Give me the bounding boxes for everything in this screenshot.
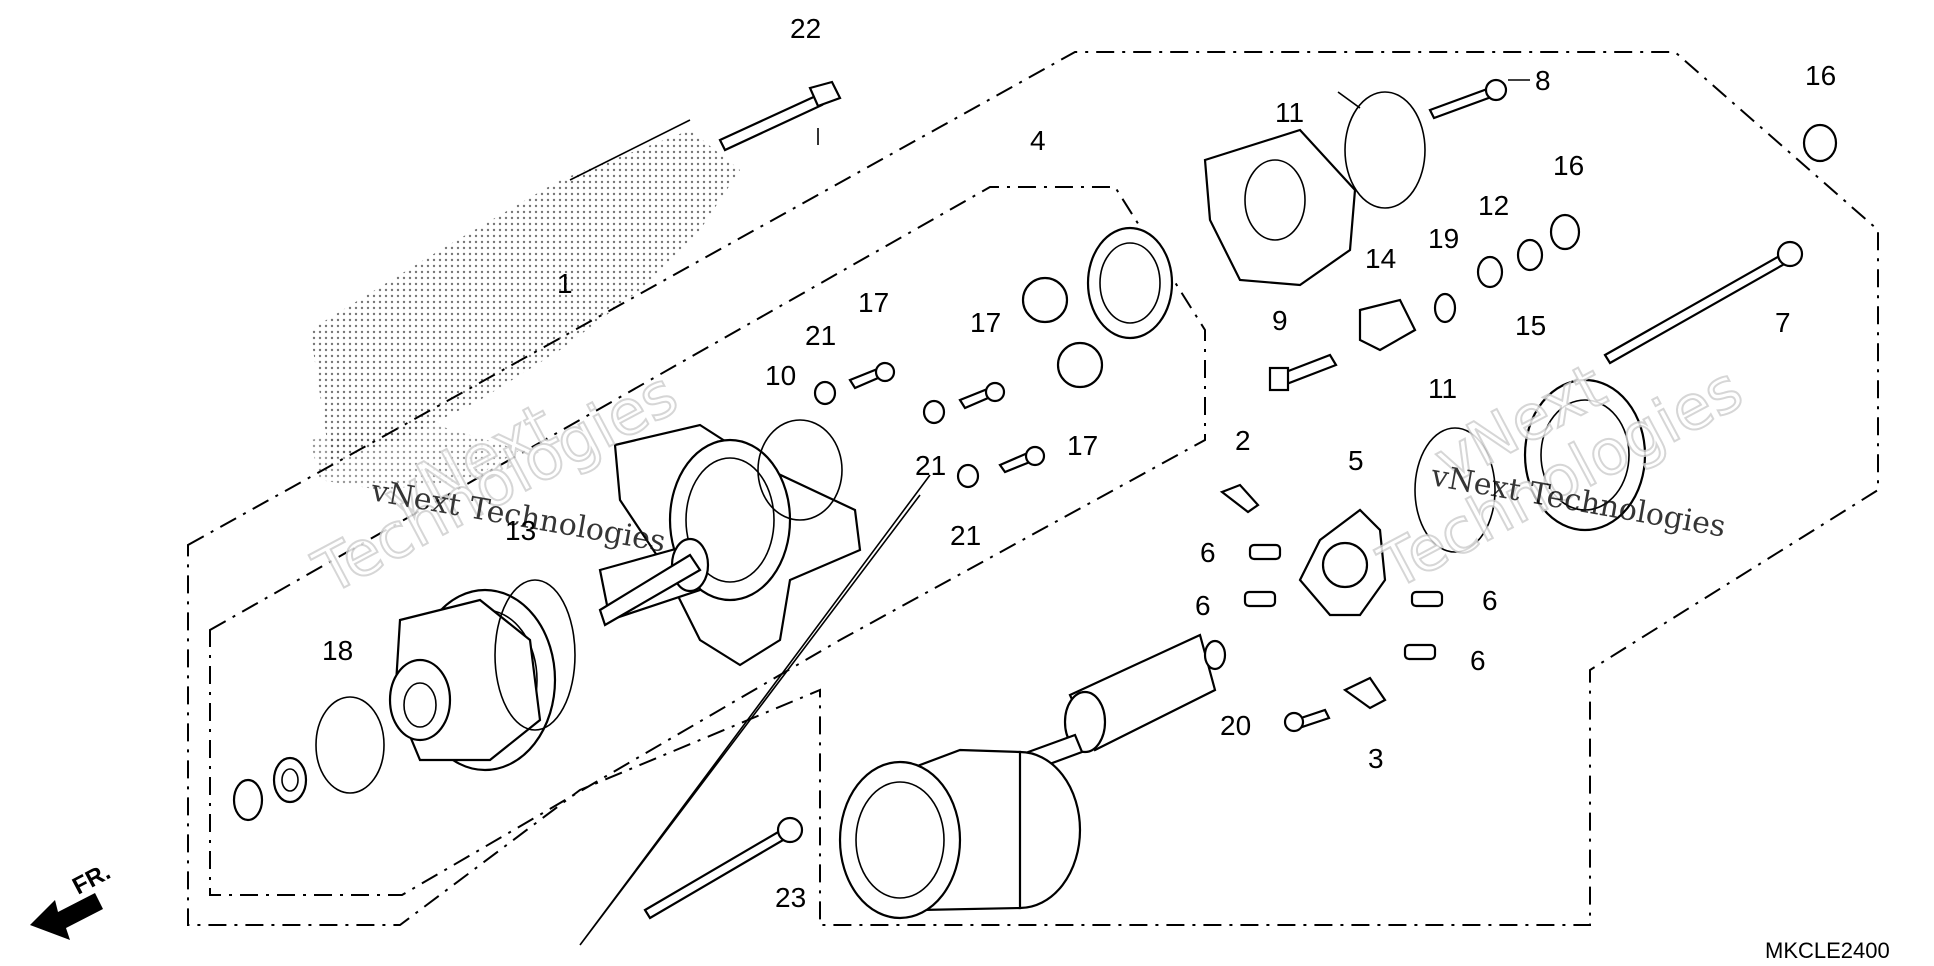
callout-6-d: 6 (1470, 645, 1486, 676)
stipple-shading (310, 130, 740, 490)
callout-17-b: 17 (970, 307, 1001, 338)
clip-3 (1342, 676, 1387, 710)
callout-21-b: 21 (915, 450, 946, 481)
callout-21-a: 21 (805, 320, 836, 351)
bracket-14 (1358, 298, 1417, 352)
callout-11-b: 11 (1428, 373, 1457, 404)
callout-4: 4 (1030, 125, 1046, 156)
o-ring-10 (757, 419, 843, 521)
svg-text:FR.: FR. (68, 858, 115, 900)
bolt-22 (718, 80, 842, 152)
callout-6-a: 6 (1200, 537, 1216, 568)
callout-14: 14 (1365, 243, 1396, 274)
watermark: vNext Technologies vNext Technologies vN… (301, 348, 1755, 610)
callout-3: 3 (1368, 743, 1384, 774)
callout-18: 18 (322, 635, 353, 666)
callout-2: 2 (1235, 425, 1251, 456)
callout-6-c: 6 (1482, 585, 1498, 616)
springs-6 (1243, 543, 1444, 661)
callout-17-a: 17 (858, 287, 889, 318)
rear-housing (1203, 91, 1426, 287)
callout-labels: 22 4 1 10 21 17 17 17 21 21 13 18 23 11 … (322, 13, 1836, 913)
callout-8: 8 (1535, 65, 1551, 96)
callout-6-b: 6 (1195, 590, 1211, 621)
callout-21-c: 21 (950, 520, 981, 551)
o-ring-13 (494, 579, 576, 731)
callout-13: 13 (505, 515, 536, 546)
clip-2 (1219, 483, 1260, 514)
callout-20: 20 (1220, 710, 1251, 741)
callout-12: 12 (1478, 190, 1509, 221)
callout-11-a: 11 (1275, 97, 1304, 128)
bolt-8 (1428, 78, 1508, 120)
callout-19: 19 (1428, 223, 1459, 254)
drawing-code: MKCLE2400 (1765, 938, 1890, 963)
washers-small (232, 756, 308, 822)
callout-1: 1 (557, 268, 573, 299)
armature (1018, 633, 1227, 774)
rear-cover (1414, 378, 1647, 553)
drive-shaft (598, 553, 702, 627)
callout-10: 10 (765, 360, 796, 391)
callout-9: 9 (1272, 305, 1288, 336)
yoke (838, 748, 1082, 920)
callout-17-c: 17 (1067, 430, 1098, 461)
bolt-7 (1603, 240, 1804, 365)
brush-holder-5 (1298, 508, 1387, 617)
o-ring-18 (315, 696, 385, 794)
gear-unit-13 (388, 588, 557, 772)
bolts-17 (848, 361, 1046, 474)
bolt-9 (1268, 353, 1338, 392)
callout-5: 5 (1348, 445, 1364, 476)
callout-7: 7 (1775, 307, 1791, 338)
callout-22: 22 (790, 13, 821, 44)
assembly-outline-1 (187, 51, 1879, 926)
front-direction-arrow: FR. (30, 858, 115, 940)
leader-lines (569, 79, 1530, 946)
bolt-20 (1283, 708, 1331, 733)
callout-15: 15 (1515, 310, 1546, 341)
callout-16-a: 16 (1805, 60, 1836, 91)
callout-16-b: 16 (1553, 150, 1584, 181)
assembly-outline-4 (209, 186, 1206, 896)
planetary-gears (1021, 226, 1174, 389)
nuts-16 (1433, 123, 1838, 324)
washers-21 (813, 380, 980, 489)
bolt-23 (643, 816, 804, 920)
callout-23: 23 (775, 882, 806, 913)
